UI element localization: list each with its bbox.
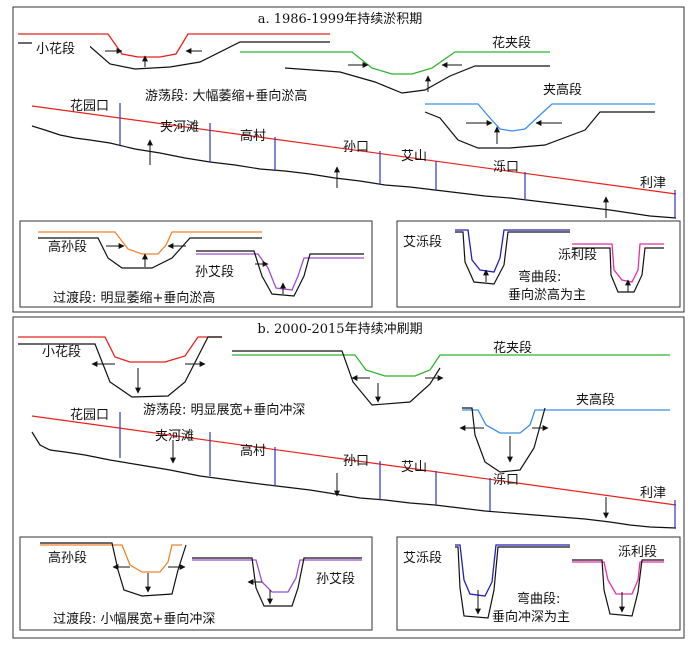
label-luoli-b: 泺利段 [618,545,657,560]
jiagao-new-profile [424,111,655,149]
transition-frame-b [19,536,373,631]
longitudinal-profile-a: 花园口 夹河滩 高村 孙口 艾山 泺口 利津 [31,98,677,219]
huajia-old-profile [240,51,550,75]
station-label-a-5: 泺口 [493,160,519,175]
label-wandering-a: 游荡段: 大幅萎缩+垂向淤高 [145,88,307,104]
label-gaosun-b: 高孙段 [48,550,87,566]
jiagao-old-profile [425,103,655,132]
station-label-b-6: 利津 [640,486,666,501]
xiaohua-section-b: 小花段 [18,336,222,398]
jiagao-old-profile-b [462,409,670,434]
panel-a-frame [12,6,685,313]
jiagao-new-profile-b [462,407,546,473]
label-transition-note-b: 过渡段: 小幅展宽+垂向冲深 [53,611,215,627]
gaosun-new-profile [38,237,262,269]
jiagao-section-b: 夹高段 [459,392,670,473]
ailuo-new-profile [455,231,570,285]
water-surface-line-b [31,415,677,506]
huajia-new-profile [284,65,550,94]
gaosun-new-profile-b [40,542,187,597]
panel-a-title: a. 1986-1999年持续淤积期 [258,12,423,27]
panel-a: a. 1986-1999年持续淤积期 小花段 花夹段 [12,6,685,313]
transition-box-a: 高孙段 孙艾段 过渡段: 明显萎缩+垂向淤高 [19,220,373,308]
luoli-new-profile-b [572,559,664,617]
longitudinal-profile-b: 花园口 夹河滩 高村 孙口 艾山 泺口 利津 [31,407,677,529]
jiagao-section-a: 夹高段 [424,82,655,149]
label-xiaohua-b: 小花段 [42,344,81,360]
station-label-a-1: 夹河滩 [160,120,199,135]
label-luoli-a: 泺利段 [558,248,597,263]
gaosun-old-profile-b [40,544,182,573]
label-meander-note2-a: 垂向淤高为主 [508,287,586,303]
label-gaosun-a: 高孙段 [48,239,87,255]
sunai-new-profile-b [192,557,362,607]
panel-b: b. 2000-2015年持续冲刷期 小花段 花夹段 [12,316,685,639]
label-sunai-b: 孙艾段 [316,572,355,587]
huajia-new-profile-b [232,350,441,406]
ailuo-new-profile-b [455,546,570,619]
station-label-b-1: 夹河滩 [155,429,194,444]
label-sunai-a: 孙艾段 [195,265,234,280]
station-label-b-5: 泺口 [493,473,519,488]
xiaohua-new-profile-b [18,336,222,398]
sunai-new-profile [196,250,364,297]
station-label-b-3: 孙口 [343,454,369,469]
station-label-a-0: 花园口 [70,98,109,114]
luoli-new-profile [572,247,664,293]
station-label-a-6: 利津 [640,176,666,191]
label-ailuo-b: 艾泺段 [403,551,442,566]
xiaohua-old-profile-b [18,336,222,363]
label-xiaohua-a: 小花段 [36,41,75,57]
panel-b-title: b. 2000-2015年持续冲刷期 [257,322,422,337]
label-meander-note1-a: 弯曲段: [518,269,561,285]
label-ailuo-a: 艾泺段 [403,235,442,250]
label-transition-note-a: 过渡段: 明显萎缩+垂向淤高 [53,290,215,306]
label-meander-note2-b: 垂向冲深为主 [492,609,570,625]
meander-box-a: 艾泺段 泺利段 弯曲段: 垂向淤高为主 [396,220,681,308]
gaosun-old-profile [38,231,262,255]
meander-frame-a [396,220,681,308]
meander-box-b: 艾泺段 泺利段 弯曲段: 垂向冲深为主 [396,536,681,631]
xiaohua-old-profile [18,33,330,58]
huajia-old-profile-b [232,354,460,377]
label-huajia-a: 花夹段 [492,35,531,51]
label-meander-note1-b: 弯曲段: [517,591,560,607]
station-label-b-0: 花园口 [70,407,109,423]
station-label-a-4: 艾山 [401,149,427,164]
transition-frame-a [19,220,373,308]
label-jiagao-b: 夹高段 [576,392,615,408]
station-label-a-2: 高村 [240,128,266,144]
station-label-a-3: 孙口 [343,140,369,155]
station-label-b-4: 艾山 [401,460,427,475]
panel-b-frame [12,316,685,639]
label-huajia-b: 花夹段 [493,340,532,356]
sunai-old-profile-b [192,559,362,593]
transition-box-b: 高孙段 孙艾段 过渡段: 小幅展宽+垂向冲深 [19,536,373,631]
station-label-b-2: 高村 [240,443,266,459]
label-wandering-b: 游荡段: 明显展宽+垂向冲深 [143,402,305,418]
sunai-old-profile [196,253,364,291]
huajia-section-a: 花夹段 [240,35,550,94]
riverbed-line [31,125,677,219]
riverbed-line-b [31,431,677,529]
luoli-old-profile-b [572,561,664,595]
label-jiagao-a: 夹高段 [543,82,582,98]
water-surface-line [31,105,677,195]
huajia-section-b: 花夹段 [232,340,670,406]
xiaohua-section-a: 小花段 [18,33,330,70]
